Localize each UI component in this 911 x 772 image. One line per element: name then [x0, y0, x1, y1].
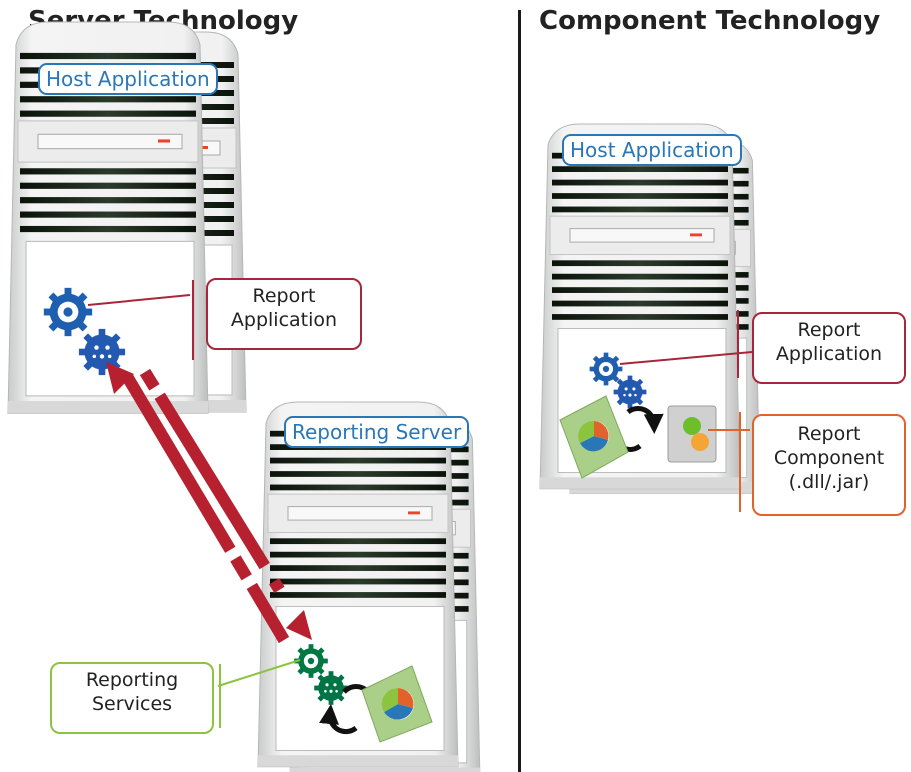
report-application-callout-left: Report Application	[206, 278, 362, 350]
report-application-line2: Application	[775, 343, 883, 365]
report-component-line3: (.dll/.jar)	[788, 471, 870, 493]
reporting-services-line1: Reporting	[85, 669, 179, 691]
request-response-arrows	[106, 362, 312, 644]
report-application-connector-right	[619, 351, 753, 365]
report-component-line1: Report	[797, 423, 861, 445]
report-document-icon-component	[559, 395, 629, 479]
host-application-label-right: Host Application	[562, 134, 742, 166]
reporting-services-callout: Reporting Services	[50, 662, 214, 734]
report-application-connector-left	[87, 294, 191, 306]
report-application-callout-right: Report Application	[752, 312, 906, 384]
reporting-services-line2: Services	[91, 693, 173, 715]
host-application-label-left: Host Application	[38, 63, 218, 95]
report-application-line2: Application	[230, 309, 338, 331]
reporting-server-label: Reporting Server	[284, 416, 470, 448]
reporting-server-tower	[257, 401, 481, 772]
report-component-chip-icon	[667, 405, 717, 463]
report-document-icon-server	[361, 665, 433, 743]
report-application-line1: Report	[797, 319, 861, 341]
report-application-line1: Report	[252, 285, 316, 307]
report-component-line2: Component	[773, 447, 885, 469]
report-component-callout: Report Component (.dll/.jar)	[752, 414, 906, 516]
reporting-services-connector	[217, 659, 301, 687]
component-technology-heading: Component Technology	[539, 6, 881, 36]
section-divider	[518, 10, 521, 772]
